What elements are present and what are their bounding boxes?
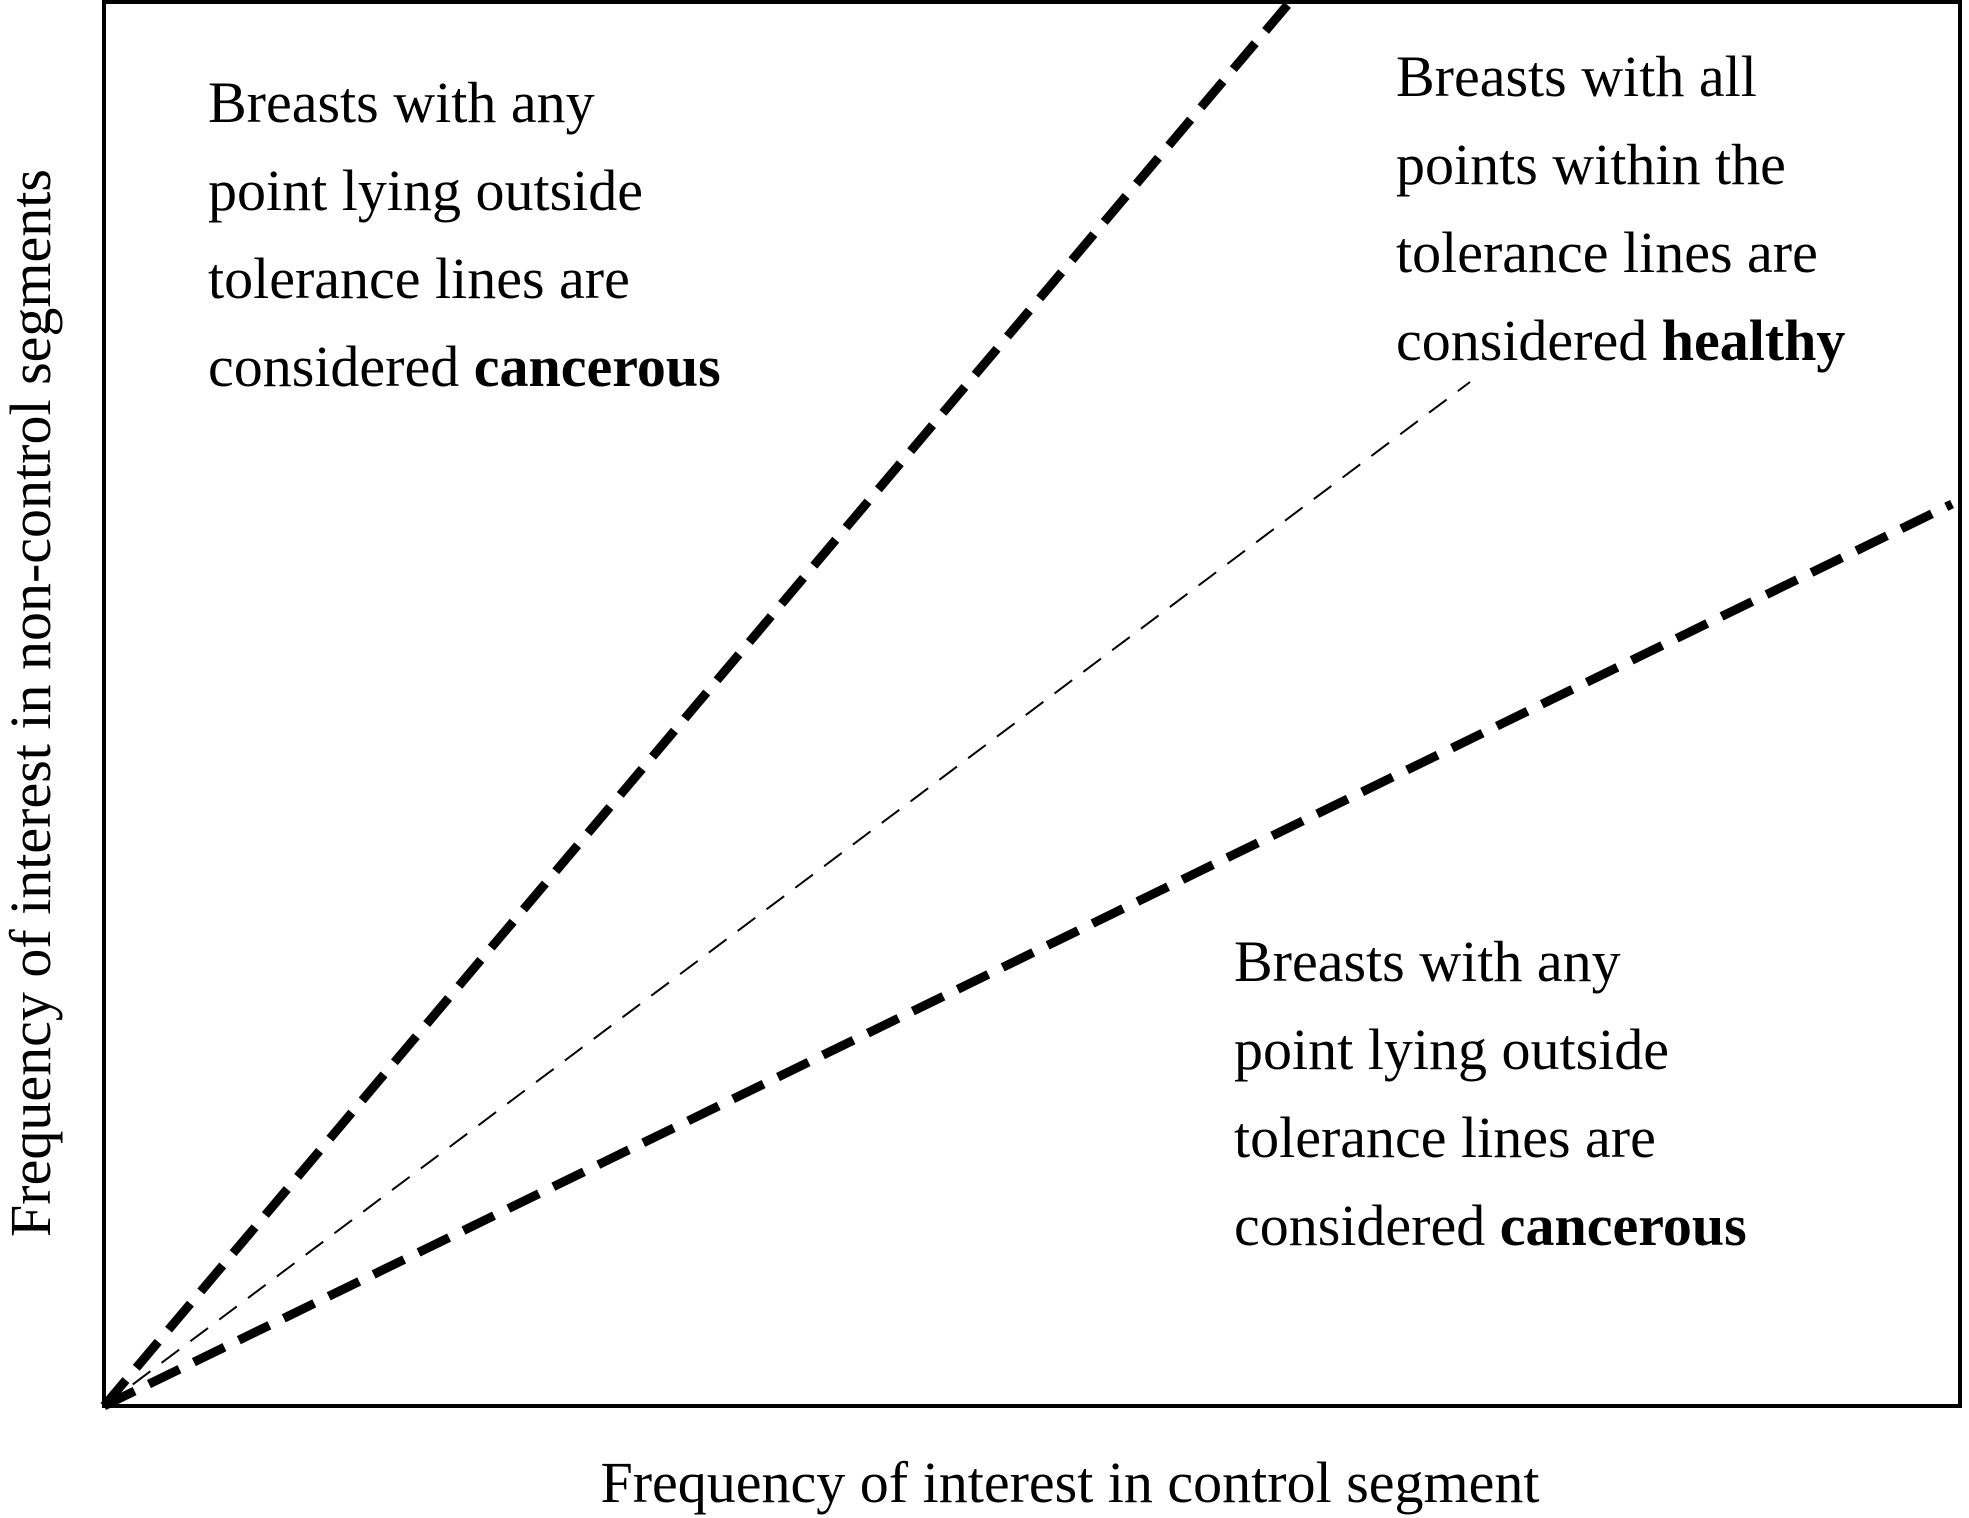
region-text-prefix: considered xyxy=(208,334,474,399)
middle-region-label: Breasts with all points within the toler… xyxy=(1396,44,1845,373)
plot-frame xyxy=(102,0,1962,1408)
region-text-prefix: considered xyxy=(1234,1193,1500,1258)
region-text-line: considered cancerous xyxy=(1234,1193,1747,1258)
upper-left-region-label: Breasts with any point lying outside tol… xyxy=(208,70,721,399)
lower-right-region-label: Breasts with any point lying outside tol… xyxy=(1234,929,1747,1258)
upper-tolerance-line xyxy=(100,0,1294,1409)
y-axis-label: Frequency of interest in non-control seg… xyxy=(0,169,63,1237)
region-text-line: Breasts with any xyxy=(208,70,595,135)
x-axis-label: Frequency of interest in control segment xyxy=(600,1450,1539,1515)
region-text-line: point lying outside xyxy=(1234,1017,1669,1082)
region-text-line: tolerance lines are xyxy=(208,246,630,311)
region-emphasis-cancerous: cancerous xyxy=(474,334,721,399)
region-text-line: tolerance lines are xyxy=(1234,1105,1656,1170)
region-text-prefix: considered xyxy=(1396,308,1662,373)
region-text-line: point lying outside xyxy=(208,158,643,223)
region-text-line: Breasts with any xyxy=(1234,929,1621,994)
region-emphasis-cancerous: cancerous xyxy=(1500,1193,1747,1258)
region-text-line: considered healthy xyxy=(1396,308,1845,373)
region-text-line: considered cancerous xyxy=(208,334,721,399)
region-text-line: tolerance lines are xyxy=(1396,220,1818,285)
center-reference-line xyxy=(103,381,1471,1407)
region-emphasis-healthy: healthy xyxy=(1662,308,1846,373)
lower-tolerance-line xyxy=(102,499,1954,1411)
region-text-line: Breasts with all xyxy=(1396,44,1757,109)
region-text-line: points within the xyxy=(1396,132,1786,197)
